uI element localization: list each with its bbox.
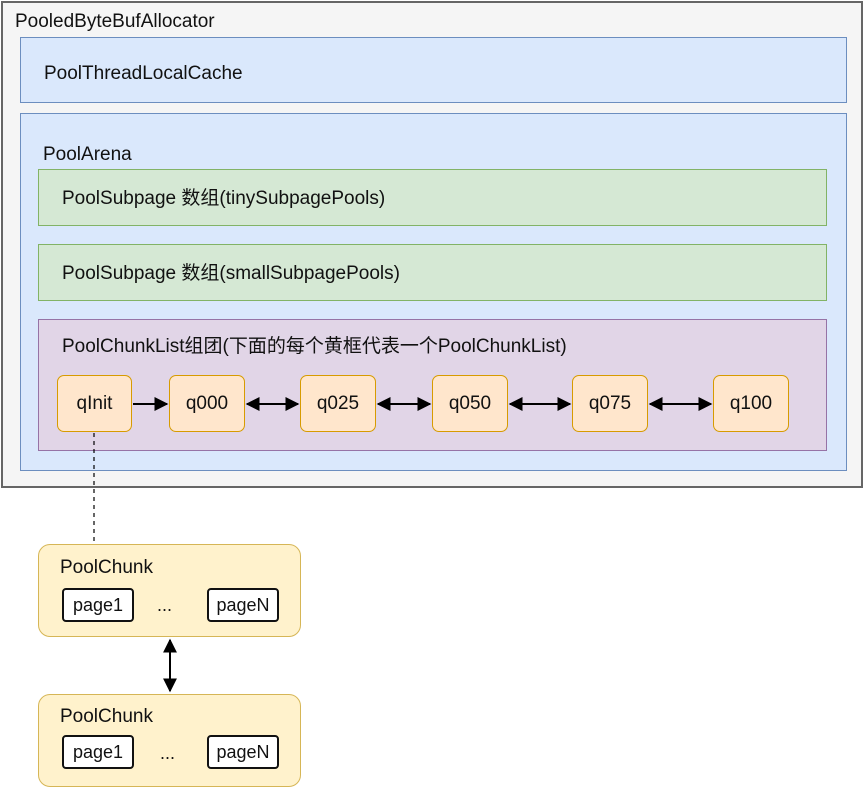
chunk-list-q050: q050: [432, 375, 508, 432]
pool-chunk-1-ellipsis: ...: [157, 595, 173, 615]
thread-cache-label: PoolThreadLocalCache: [44, 63, 243, 84]
arena-label: PoolArena: [43, 144, 132, 165]
tiny-subpage-pools-box: PoolSubpage 数组(tinySubpagePools): [38, 169, 827, 226]
pool-chunk-2-pageN: pageN: [207, 735, 279, 769]
chunk-list-q000: q000: [169, 375, 245, 432]
small-subpage-pools-label: PoolSubpage 数组(smallSubpagePools): [62, 263, 400, 284]
pool-chunk-1: PoolChunk page1 ... pageN: [38, 544, 301, 637]
pool-chunk-2-label: PoolChunk: [60, 706, 153, 727]
pool-chunk-1-pageN: pageN: [207, 588, 279, 622]
chunk-list-group-label: PoolChunkList组团(下面的每个黄框代表一个PoolChunkList…: [62, 336, 567, 357]
chunk-list-q025: q025: [300, 375, 376, 432]
chunk-list-qinit: qInit: [57, 375, 132, 432]
pool-chunk-1-page1: page1: [62, 588, 134, 622]
pool-chunk-2-page1: page1: [62, 735, 134, 769]
pool-chunk-2-ellipsis: ...: [160, 743, 176, 763]
small-subpage-pools-box: PoolSubpage 数组(smallSubpagePools): [38, 244, 827, 301]
allocator-label: PooledByteBufAllocator: [15, 11, 215, 32]
chunk-list-q075: q075: [572, 375, 648, 432]
chunk-list-q100: q100: [713, 375, 789, 432]
tiny-subpage-pools-label: PoolSubpage 数组(tinySubpagePools): [62, 188, 386, 209]
pool-thread-local-cache-box: PoolThreadLocalCache: [20, 37, 847, 103]
pool-chunk-1-label: PoolChunk: [60, 557, 153, 578]
pool-chunk-2: PoolChunk page1 ... pageN: [38, 694, 301, 787]
